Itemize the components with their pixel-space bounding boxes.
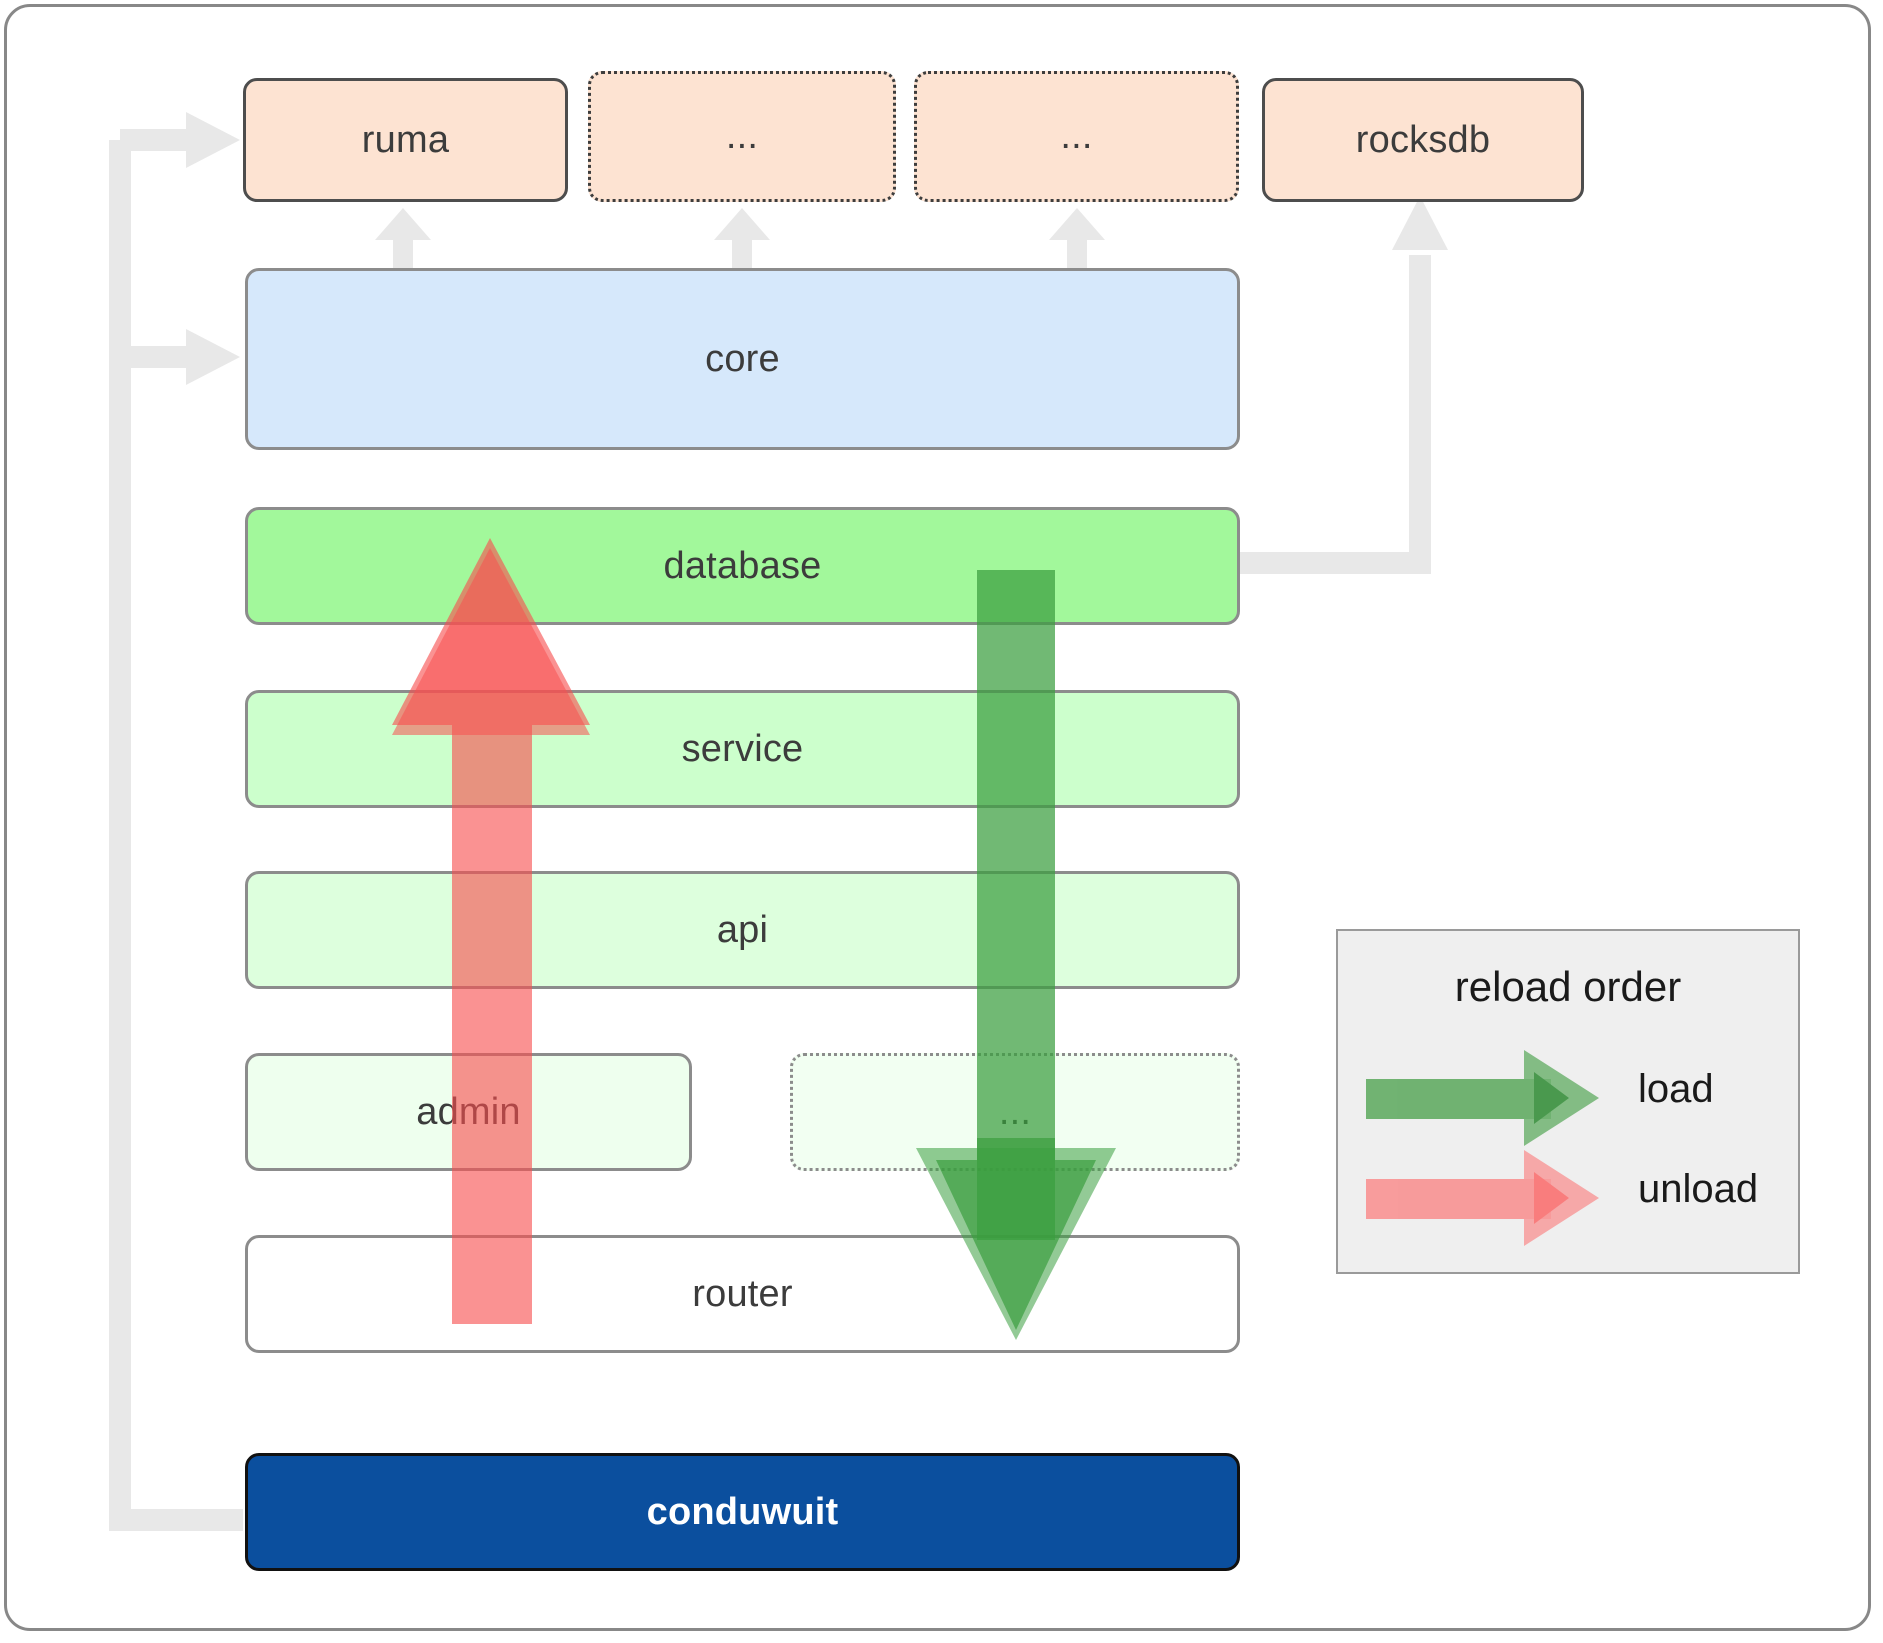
legend-load-label: load (1638, 1067, 1714, 1111)
legend-row-unload: unload (1338, 1150, 1798, 1246)
node-conduwuit[interactable]: conduwuit (245, 1453, 1240, 1571)
node-external-dots-1-label: ... (725, 115, 759, 157)
legend-panel: reload order load unload (1336, 929, 1800, 1274)
node-inner-dots[interactable]: ... (790, 1053, 1240, 1171)
legend-load-arrow-icon (1366, 1050, 1599, 1146)
node-api[interactable]: api (245, 871, 1240, 989)
node-external-dots-1[interactable]: ... (588, 71, 896, 202)
node-api-label: api (716, 908, 769, 951)
node-admin-label: admin (416, 1090, 521, 1133)
node-external-dots-2[interactable]: ... (914, 71, 1239, 202)
node-rocksdb[interactable]: rocksdb (1262, 78, 1584, 202)
node-ruma[interactable]: ruma (243, 78, 568, 202)
node-router-label: router (692, 1272, 793, 1315)
legend-title: reload order (1454, 963, 1682, 1010)
node-database-label: database (663, 544, 822, 587)
legend-row-load: load (1338, 1050, 1798, 1146)
node-inner-dots-label: ... (998, 1090, 1032, 1133)
node-core-label: core (705, 337, 780, 380)
legend-unload-label: unload (1638, 1167, 1759, 1211)
node-service-label: service (681, 727, 804, 770)
node-conduwuit-label: conduwuit (646, 1490, 839, 1533)
diagram-frame (4, 4, 1871, 1631)
node-core[interactable]: core (245, 268, 1240, 450)
node-service[interactable]: service (245, 690, 1240, 808)
node-external-dots-2-label: ... (1060, 115, 1093, 157)
node-database[interactable]: database (245, 507, 1240, 625)
node-ruma-label: ruma (361, 118, 450, 161)
node-rocksdb-label: rocksdb (1355, 118, 1491, 161)
node-router[interactable]: router (245, 1235, 1240, 1353)
node-admin[interactable]: admin (245, 1053, 692, 1171)
legend-unload-arrow-icon (1366, 1150, 1599, 1246)
